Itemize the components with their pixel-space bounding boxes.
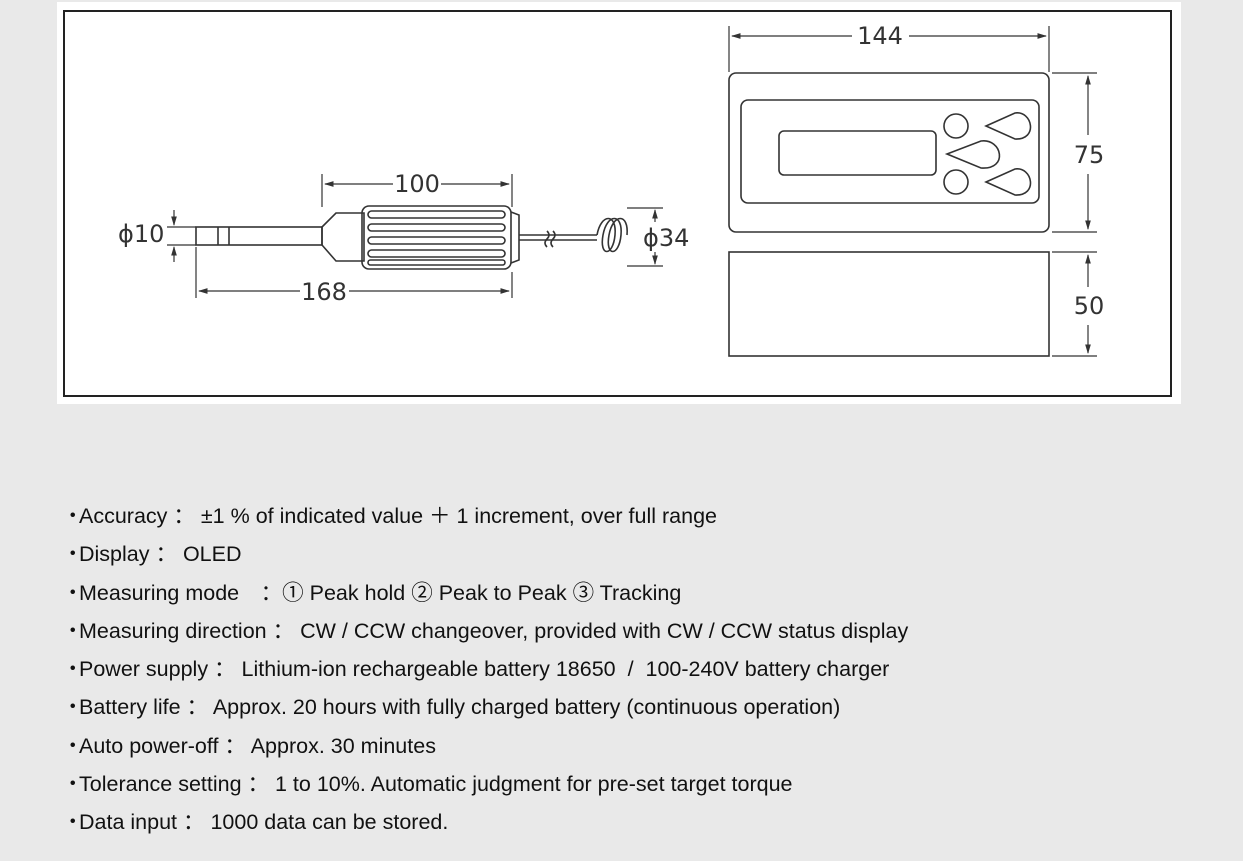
screwdriver-collar xyxy=(321,212,365,262)
bullet: ・ xyxy=(62,810,84,835)
bullet: ・ xyxy=(62,542,84,567)
spec-item-power-supply: ・Power supply ： Lithium-ion rechargeable… xyxy=(62,650,908,688)
bullet: ・ xyxy=(62,657,84,682)
spec-item-battery-life: ・Battery life ： Approx. 20 hours with fu… xyxy=(62,688,908,726)
bullet: ・ xyxy=(62,504,84,528)
spec-item-measuring-mode: ・Measuring mode ：① Peak hold ② Peak to P… xyxy=(62,574,908,612)
spec-value: ±1 % of indicated value ＋ 1 increment, o… xyxy=(200,504,718,528)
spec-value: Lithium-ion rechargeable battery 18650 /… xyxy=(241,657,890,682)
dim-display-depth: 50 xyxy=(1074,292,1105,320)
spec-value: Approx. 20 hours with fully charged batt… xyxy=(212,695,841,720)
spec-separator: ： xyxy=(266,618,301,643)
display-unit-side xyxy=(728,251,1050,357)
spec-item-accuracy: ・Accuracy ： ±1 % of indicated value ＋ 1 … xyxy=(62,497,908,535)
spec-label: Data input xyxy=(79,810,178,835)
bullet: ・ xyxy=(62,695,84,720)
dim-tool-overall-length: 168 xyxy=(301,278,347,306)
spec-separator: ： xyxy=(239,580,283,605)
bullet: ・ xyxy=(62,733,84,758)
round-button-icon xyxy=(943,113,969,139)
drawing-frame xyxy=(63,10,1172,397)
screwdriver-shaft xyxy=(195,226,323,246)
spec-label: Power supply xyxy=(79,657,209,682)
screwdriver-cable-coil xyxy=(596,217,628,253)
spec-label: Tolerance setting xyxy=(79,772,242,797)
spec-item-measuring-direction: ・Measuring direction ： CW / CCW changeov… xyxy=(62,612,908,650)
spec-separator: ： xyxy=(180,695,213,720)
teardrop-button-icon xyxy=(984,112,1032,140)
spec-label: Accuracy xyxy=(79,504,168,528)
spec-item-auto-power-off: ・Auto power-off ： Approx. 30 minutes xyxy=(62,727,908,765)
dim-display-width: 144 xyxy=(857,22,903,50)
bullet: ・ xyxy=(62,772,84,797)
spec-separator: ： xyxy=(218,733,251,758)
spec-label: Auto power-off xyxy=(79,733,219,758)
spec-item-tolerance-setting: ・Tolerance setting ： 1 to 10%. Automatic… xyxy=(62,765,908,803)
screwdriver-drawing xyxy=(195,205,628,270)
dim-tool-grip-length: 100 xyxy=(394,170,440,198)
spec-item-display: ・Display ： OLED xyxy=(62,535,908,573)
spec-value: CW / CCW changeover, provided with CW / … xyxy=(300,618,909,643)
display-unit-front xyxy=(728,72,1050,233)
spec-value: ① Peak hold ② Peak to Peak ③ Tracking xyxy=(282,580,682,605)
technical-drawing: 100 168 ϕ10 ϕ34 xyxy=(57,2,1181,404)
round-button-icon xyxy=(943,169,969,195)
spec-value: 1 to 10%. Automatic judgment for pre-set… xyxy=(275,772,793,797)
spec-label: Display xyxy=(79,542,150,567)
spec-separator: ： xyxy=(149,542,183,567)
spec-separator: ： xyxy=(241,772,275,797)
display-screen xyxy=(778,130,937,176)
dim-tool-shaft-diameter: ϕ10 xyxy=(118,220,164,248)
spec-value: 1000 data can be stored. xyxy=(210,810,449,835)
teardrop-button-icon xyxy=(984,168,1032,196)
spec-separator: ： xyxy=(167,504,201,528)
spec-item-data-input: ・Data input ： 1000 data can be stored. xyxy=(62,803,908,841)
spec-label: Measuring mode xyxy=(79,580,240,605)
teardrop-button-icon xyxy=(944,140,1001,169)
spec-label: Battery life xyxy=(79,695,181,720)
bullet: ・ xyxy=(62,580,84,605)
dim-display-height: 75 xyxy=(1074,141,1105,169)
dim-tool-grip-diameter: ϕ34 xyxy=(643,224,689,252)
bullet: ・ xyxy=(62,618,84,643)
spec-value: OLED xyxy=(182,542,242,567)
spec-label: Measuring direction xyxy=(79,618,267,643)
display-bezel xyxy=(740,99,1040,204)
spec-separator: ： xyxy=(177,810,211,835)
spec-separator: ： xyxy=(208,657,242,682)
spec-list: ・Accuracy ： ±1 % of indicated value ＋ 1 … xyxy=(62,497,908,842)
spec-value: Approx. 30 minutes xyxy=(250,733,436,758)
screwdriver-grip xyxy=(361,205,512,270)
